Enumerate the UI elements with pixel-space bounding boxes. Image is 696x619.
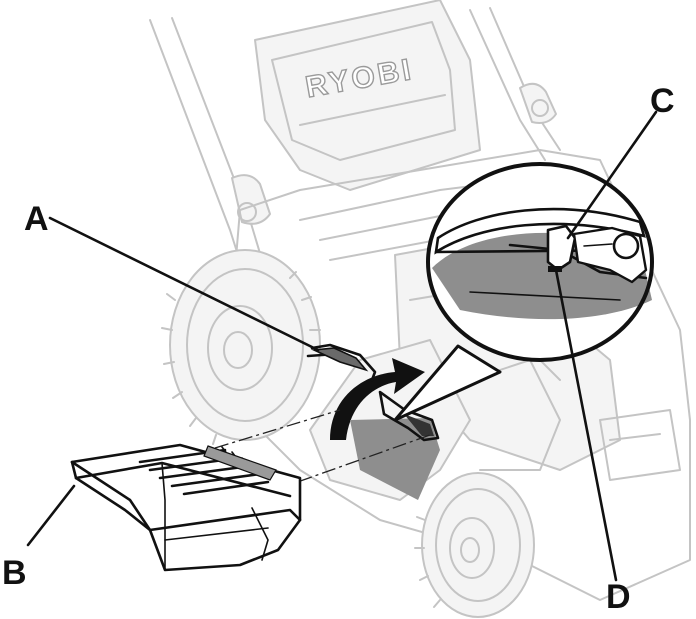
callout-c-label: C bbox=[650, 82, 675, 120]
mulch-slot-shade bbox=[350, 418, 440, 500]
part-b-cover bbox=[70, 443, 302, 572]
rotation-arrow bbox=[330, 358, 425, 440]
front-wheel bbox=[414, 472, 535, 618]
rear-wheel bbox=[161, 249, 321, 445]
leader-lines bbox=[26, 110, 658, 582]
part-a-tab bbox=[306, 343, 377, 382]
callout-b-label: B bbox=[2, 554, 27, 592]
callout-d-label: D bbox=[606, 578, 631, 616]
callout-a-label: A bbox=[24, 200, 49, 238]
detail-magnifier bbox=[393, 162, 654, 422]
